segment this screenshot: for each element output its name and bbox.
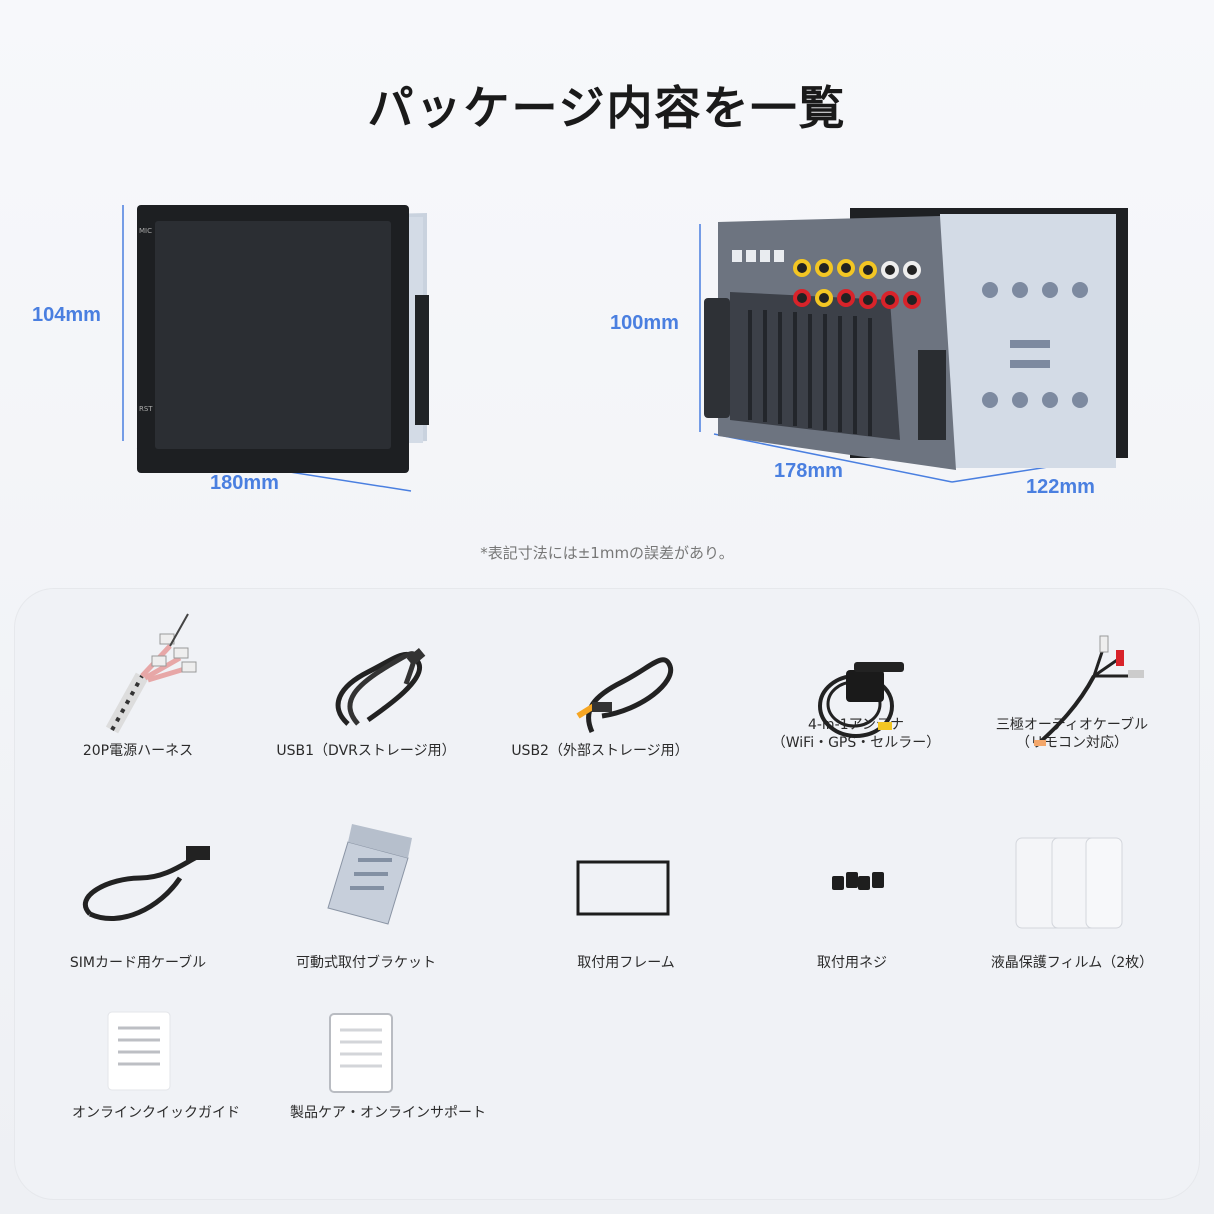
usb-cable-icon <box>335 648 426 726</box>
item-sim-cable: SIMカード用ケーブル <box>20 818 256 972</box>
item-usb1-cable: USB1（DVRストレージ用） <box>248 606 484 760</box>
dimension-tolerance-note: *表記寸法には±1mmの誤差があり。 <box>480 544 734 562</box>
rear-unit-illustration <box>699 208 1128 483</box>
item-screen-film: 液晶保護フィルム（2枚） <box>954 818 1190 972</box>
front-mic-mark: MIC <box>139 227 152 235</box>
antenna-icon <box>818 662 904 738</box>
item-label: 可動式取付ブラケット <box>296 955 436 971</box>
rear-depth-label: 122mm <box>1026 476 1095 498</box>
item-bracket: 可動式取付ブラケット <box>248 818 484 972</box>
front-height-label: 104mm <box>32 304 101 326</box>
item-power-harness: 20P電源ハーネス <box>20 606 256 760</box>
usb-cable-icon <box>576 657 674 734</box>
page-title: パッケージ内容を一覧 <box>367 81 847 135</box>
screws-icon <box>832 872 884 890</box>
item-product-support: 製品ケア・オンラインサポート <box>270 1004 506 1122</box>
item-audio-cable: 三極オーディオケーブル （リモコン対応） <box>954 606 1190 752</box>
item-label: 取付用フレーム <box>577 955 675 971</box>
item-label: 液晶保護フィルム（2枚） <box>990 955 1154 971</box>
item-label: オンラインクイックガイド <box>72 1105 240 1121</box>
front-width-label: 180mm <box>210 472 279 494</box>
item-usb2-cable: USB2（外部ストレージ用） <box>482 606 718 760</box>
sim-cable-icon <box>82 846 210 921</box>
film-icon <box>1015 837 1123 929</box>
item-label: USB2（外部ストレージ用） <box>511 743 689 759</box>
item-mount-frame: 取付用フレーム <box>508 818 744 972</box>
rear-height-label: 100mm <box>610 312 679 334</box>
item-quick-guide: オンラインクイックガイド <box>38 1004 274 1122</box>
item-mount-screws: 取付用ネジ <box>734 818 970 972</box>
item-label: SIMカード用ケーブル <box>69 955 207 971</box>
item-4in1-antenna: 4-in-1アンテナ （WiFi・GPS・セルラー） <box>738 606 974 752</box>
bracket-icon <box>327 824 412 925</box>
frame-icon <box>576 860 670 916</box>
front-rst-mark: RST <box>139 405 153 413</box>
rear-width-label: 178mm <box>774 460 843 482</box>
front-unit-illustration: MIC RST <box>122 205 429 492</box>
item-label: USB1（DVRストレージ用） <box>276 743 456 759</box>
item-label: 取付用ネジ <box>817 955 887 971</box>
item-label: 20P電源ハーネス <box>82 743 194 759</box>
power-harness-icon <box>105 613 197 734</box>
item-label: 製品ケア・オンラインサポート <box>290 1105 486 1121</box>
document-icon <box>329 1013 393 1093</box>
rca-cable-icon <box>1034 635 1144 746</box>
document-icon <box>107 1011 171 1091</box>
